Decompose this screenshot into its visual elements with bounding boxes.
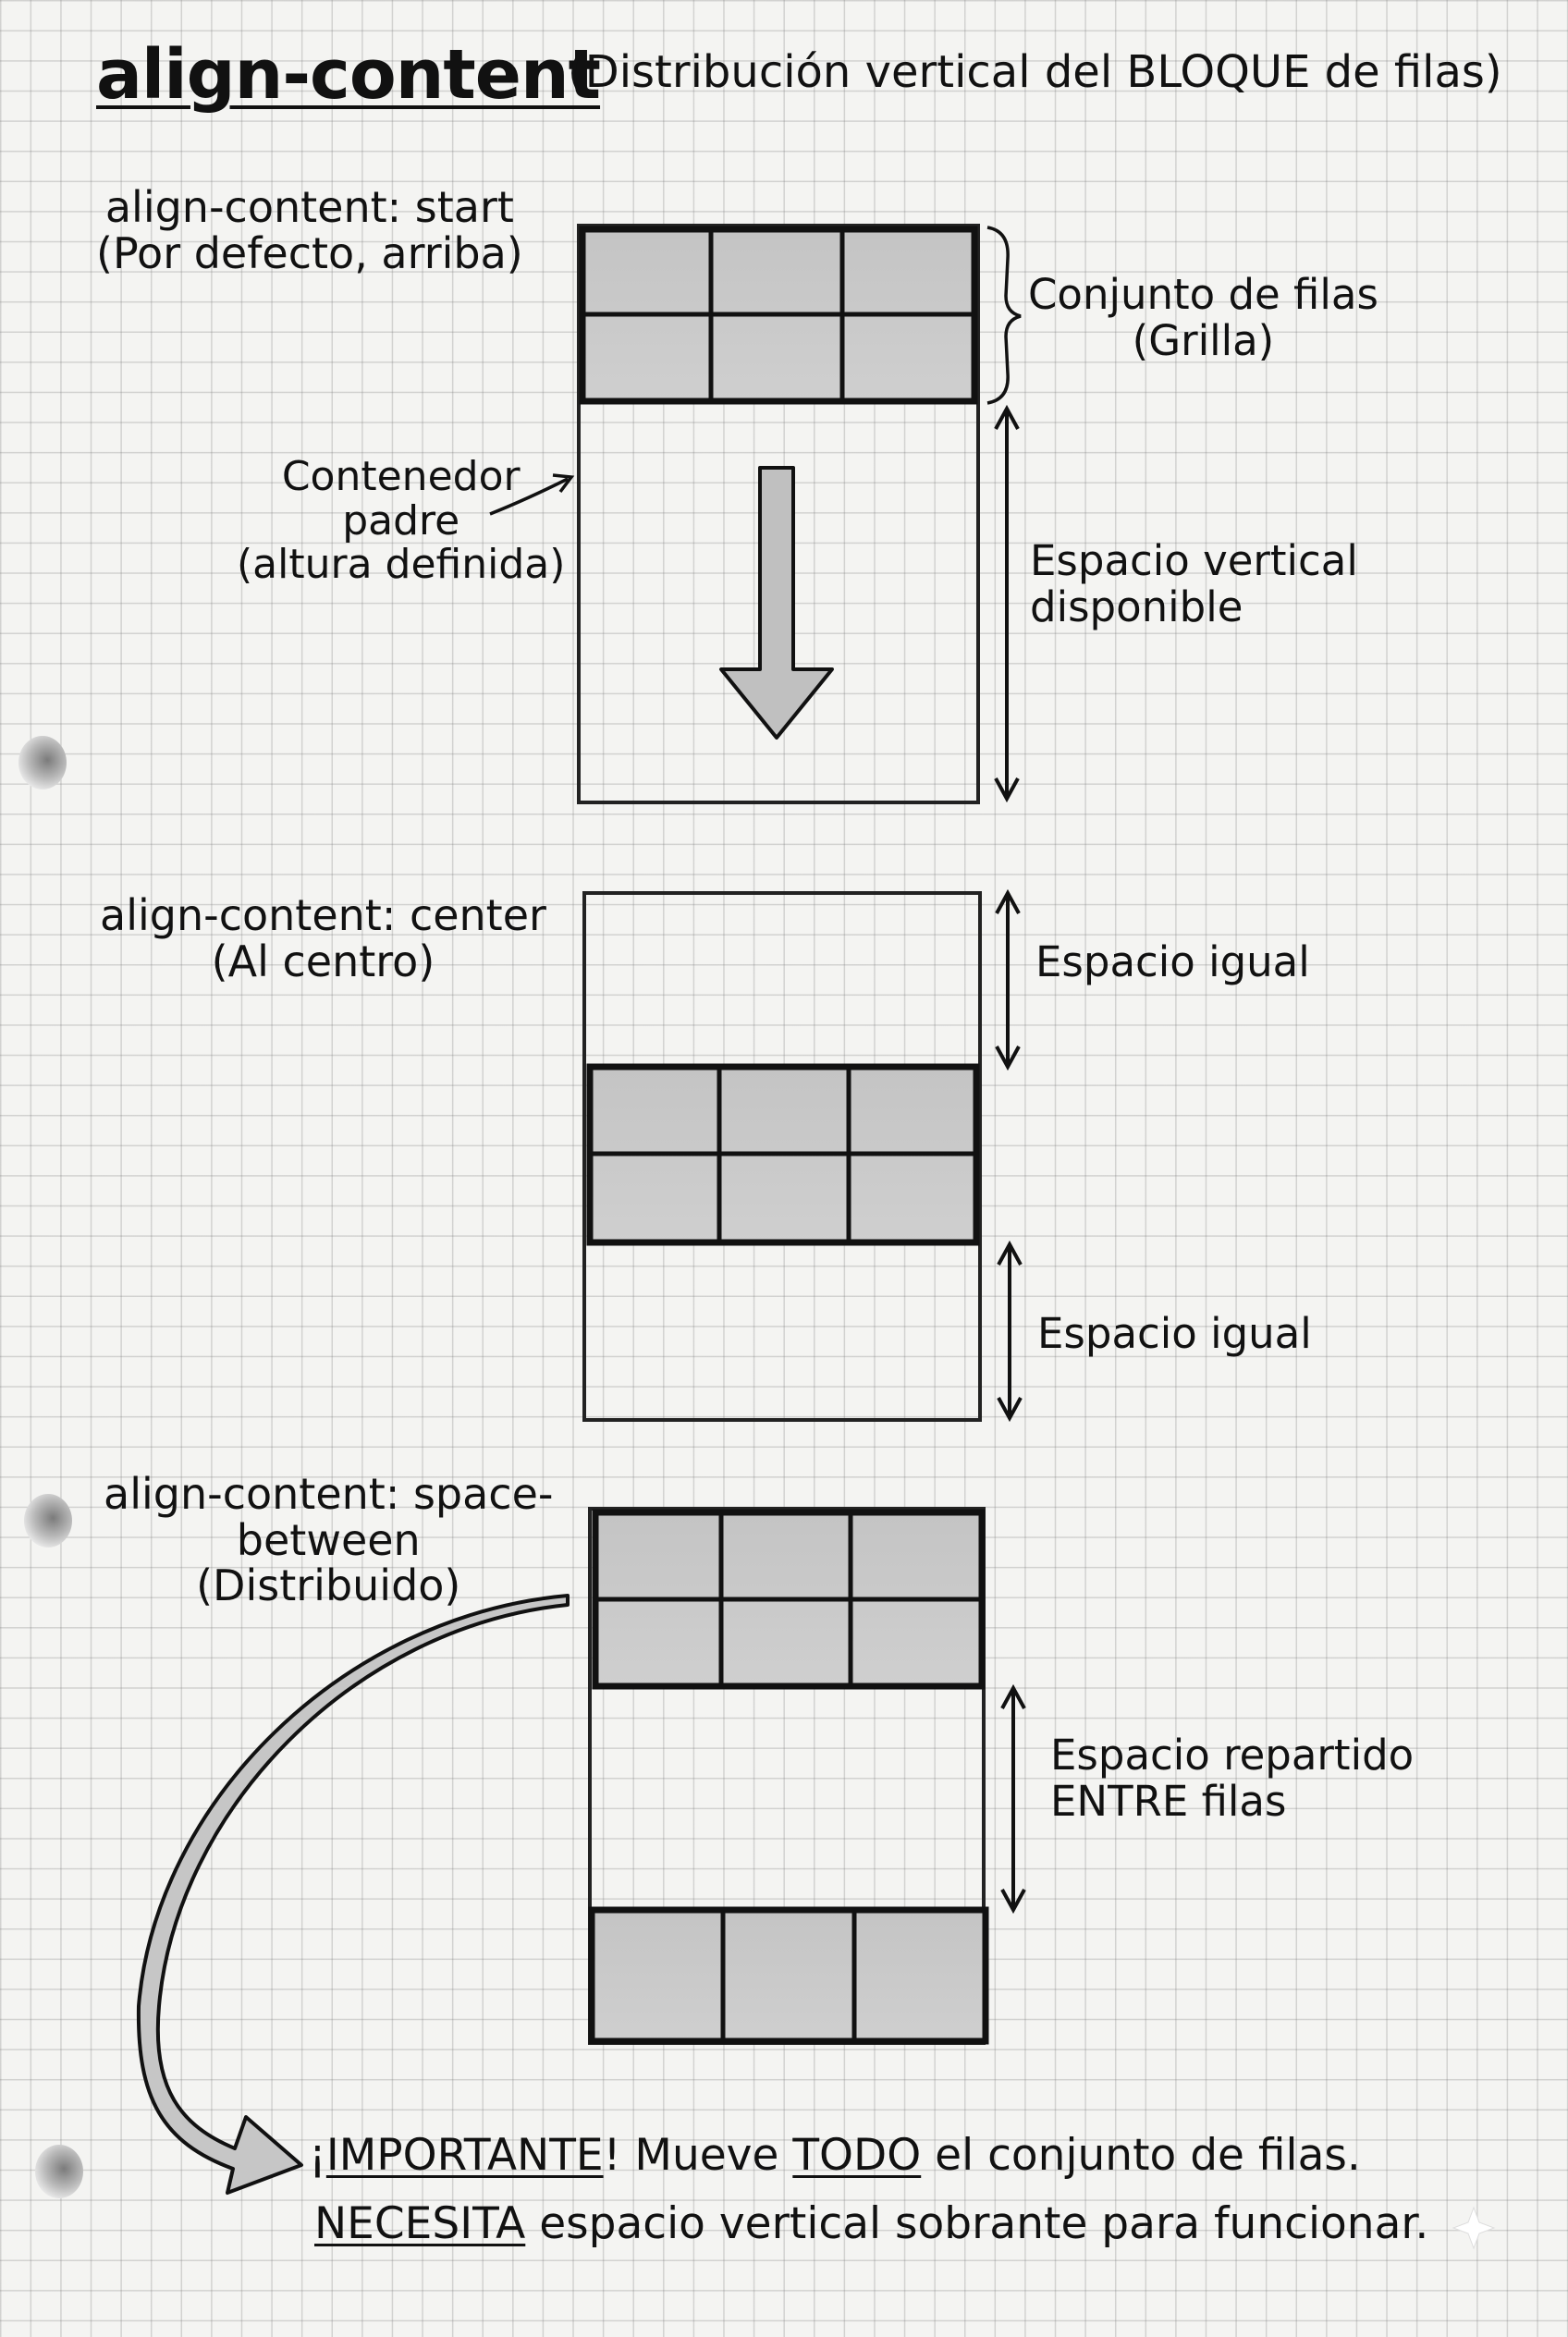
label-start: align-content: start (Por defecto, arrib…: [96, 182, 523, 278]
space-label-start-line2: disponible: [1030, 581, 1243, 631]
section-space-between-diagram: [588, 1507, 1026, 2045]
brace-label-line2: (Grilla): [1132, 315, 1275, 365]
page-title: align-content: [96, 35, 601, 115]
note-rows: el conjunto de filas.: [921, 2130, 1361, 2181]
note-needs: NECESITA: [314, 2198, 526, 2249]
binder-hole-middle: [24, 1494, 72, 1548]
space-label-start-line1: Espacio vertical: [1030, 536, 1358, 585]
grid-rows-start: [579, 226, 978, 405]
brace-icon: [986, 226, 1022, 405]
note-all: TODO: [792, 2130, 922, 2181]
sparkle-icon: [1452, 2206, 1496, 2250]
container-start: [577, 224, 980, 804]
note-important: IMPORTANTE: [325, 2130, 604, 2181]
space-label-space-between: Espacio repartido ENTRE filas: [1050, 1732, 1414, 1824]
space-label-start: Espacio vertical disponible: [1030, 538, 1358, 630]
label-space-between-line3: (Distribuido): [196, 1560, 461, 1611]
label-center: align-content: center (Al centro): [100, 890, 546, 986]
brace-label: Conjunto de filas (Grilla): [1028, 272, 1378, 363]
down-arrow-icon: [719, 466, 834, 740]
label-space-between: align-content: space- between (Distribui…: [104, 1469, 554, 1611]
important-note-line2: NECESITA espacio vertical sobrante para …: [314, 2202, 1428, 2245]
important-note: ¡IMPORTANTE! Mueve TODO el conjunto de f…: [309, 2134, 1361, 2177]
curved-arrow-icon: [136, 1594, 570, 2195]
container-center: [582, 891, 982, 1422]
container-label: Contenedor padre (altura definida): [237, 455, 565, 587]
container-label-line3: (altura definida): [237, 541, 566, 589]
container-label-line1: Contenedor: [281, 453, 521, 500]
container-label-line2: padre: [342, 496, 460, 544]
space-arrow-start: [994, 404, 1020, 803]
section-start-diagram: [489, 224, 1022, 804]
section-center-diagram: [582, 888, 1023, 1423]
grid-rows-center: [586, 1063, 980, 1246]
pointer-arrow-container: [489, 477, 569, 516]
space-label-center-top: Espacio igual: [1035, 937, 1310, 986]
label-start-line1: align-content: start: [104, 182, 514, 232]
note-exclaim-open: ¡: [309, 2130, 326, 2181]
space-label-center-bottom: Espacio igual: [1037, 1309, 1312, 1358]
space-arrow-center-top: [995, 888, 1021, 1071]
space-arrow-center-bottom: [997, 1240, 1023, 1423]
note-needs-rest: espacio vertical sobrante para funcionar…: [525, 2198, 1429, 2249]
note-moves: ! Mueve: [603, 2130, 793, 2181]
label-space-between-line2: between: [236, 1514, 421, 1565]
label-center-line2: (Al centro): [211, 936, 435, 986]
space-label-space-between-line1: Espacio repartido: [1050, 1731, 1415, 1780]
grid-row-space-between-bottom: [588, 1906, 989, 2045]
brace-label-line1: Conjunto de filas: [1028, 270, 1378, 319]
binder-hole-top: [18, 736, 67, 789]
label-center-line1: align-content: center: [100, 890, 546, 940]
grid-rows-space-between-top: [592, 1509, 986, 1690]
label-start-line2: (Por defecto, arriba): [96, 227, 523, 278]
label-space-between-line1: align-content: space-: [104, 1469, 554, 1519]
space-label-space-between-line2: ENTRE filas: [1050, 1776, 1287, 1826]
space-arrow-space-between: [1000, 1683, 1026, 1915]
binder-hole-bottom: [35, 2145, 83, 2198]
page-subtitle: (Distribución vertical del BLOQUE de fil…: [568, 46, 1502, 98]
